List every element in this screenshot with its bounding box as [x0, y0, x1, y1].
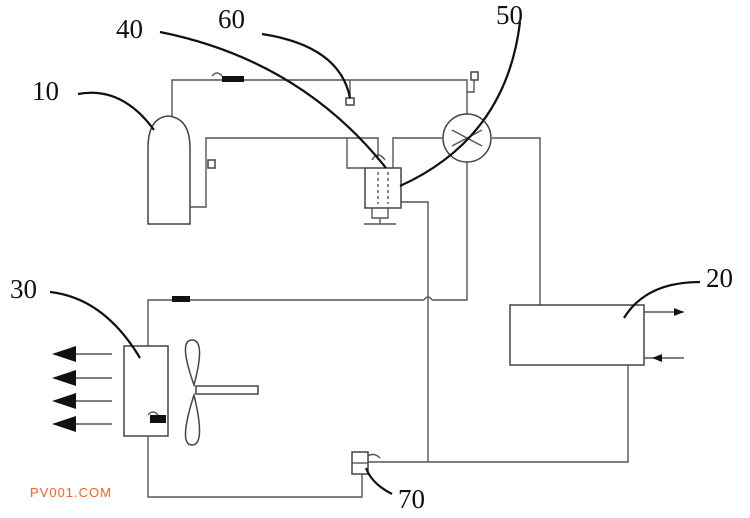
- watermark: PV001.COM: [30, 485, 112, 500]
- leader-70: [364, 467, 393, 495]
- separator: [364, 154, 402, 225]
- label-outdoor-heat-exchanger: 30: [10, 274, 37, 304]
- pipe-outdoor-top: [147, 299, 424, 346]
- pipe-top-loop: [171, 79, 468, 122]
- compressor: [147, 115, 216, 225]
- leader-60: [261, 32, 352, 99]
- pipe-compressor-to-separator: [190, 137, 365, 208]
- pipe-crossover: [423, 296, 433, 301]
- label-compressor: 10: [32, 76, 59, 106]
- pipe-outdoor-bottom: [147, 437, 363, 498]
- leader-50: [399, 21, 522, 188]
- label-separator: 40: [116, 14, 143, 44]
- label-heat-exchanger-water: 20: [706, 263, 733, 293]
- water-heat-exchanger: [509, 304, 684, 366]
- leader-20: [623, 280, 701, 319]
- outdoor-heat-exchanger: [123, 296, 190, 437]
- label-valve: 60: [218, 4, 245, 34]
- leader-10: [77, 91, 155, 131]
- label-four-way-valve: 50: [496, 0, 523, 30]
- label-expansion-valve: 70: [398, 484, 425, 514]
- leader-30: [49, 290, 141, 359]
- pipe-valve-down: [432, 158, 468, 301]
- pipe-network: [147, 79, 629, 498]
- pipe-expansion-to-hx: [368, 365, 629, 463]
- leader-lines: [49, 21, 701, 495]
- pipe-valve-to-hx: [492, 137, 541, 305]
- expansion-valve: [351, 451, 381, 475]
- airflow-arrows: [52, 346, 112, 432]
- top-line-sensor: [211, 72, 244, 82]
- pipe-separator-down: [401, 201, 429, 462]
- fan: [184, 339, 259, 446]
- valve-60: [345, 97, 355, 106]
- pipe-separator-top: [347, 137, 379, 160]
- leader-40: [159, 30, 387, 169]
- pipe-separator-to-valve: [392, 137, 442, 168]
